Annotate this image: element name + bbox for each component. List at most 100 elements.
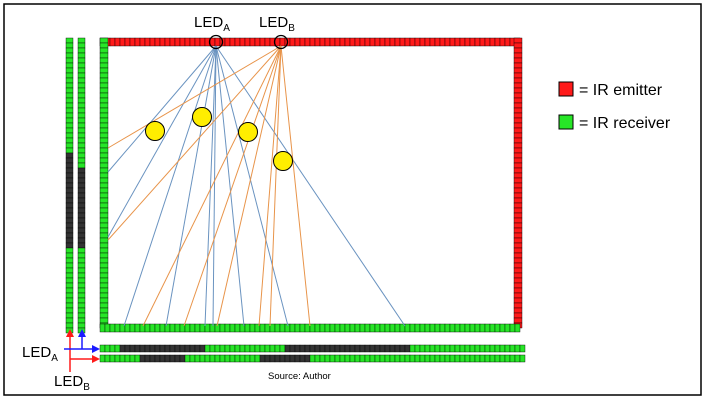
signal-cell-blocked: [174, 344, 181, 353]
ir-emitter-cell: [513, 242, 523, 249]
ir-emitter-cell: [354, 37, 361, 47]
ir-receiver-cell: [99, 272, 109, 279]
ir-receiver-cell: [99, 172, 109, 179]
signal-cell-blocked: [164, 354, 171, 363]
ir-emitter-cell: [424, 37, 431, 47]
ir-receiver-cell: [229, 323, 236, 333]
ir-emitter-cell: [489, 37, 496, 47]
signal-cell: [65, 77, 74, 84]
axis-led-a-label: LEDA: [22, 344, 58, 364]
signal-cell-blocked: [289, 344, 296, 353]
ir-receiver-cell: [99, 287, 109, 294]
ir-emitter-cell: [513, 157, 523, 164]
ir-emitter-cell: [513, 142, 523, 149]
signal-cell: [77, 277, 86, 284]
signal-cell-blocked: [134, 344, 141, 353]
ir-emitter-cell: [344, 37, 351, 47]
ir-emitter-cell: [513, 232, 523, 239]
ir-beam: [123, 45, 217, 327]
ir-emitter-cell: [304, 37, 311, 47]
ir-emitter-cell: [474, 37, 481, 47]
ir-emitter-cell: [299, 37, 306, 47]
ir-receiver-cell: [99, 232, 109, 239]
signal-cell: [479, 354, 486, 363]
signal-cell: [65, 252, 74, 259]
signal-cell: [214, 344, 221, 353]
ir-emitter-cell: [513, 192, 523, 199]
signal-cell: [65, 57, 74, 64]
ir-receiver-cell: [474, 323, 481, 333]
ir-receiver-cell: [444, 323, 451, 333]
ir-emitter-cell: [464, 37, 471, 47]
ir-emitter-cell: [513, 292, 523, 299]
ir-emitter-cell: [513, 267, 523, 274]
signal-cell-blocked: [289, 354, 296, 363]
ir-receiver-cell: [504, 323, 511, 333]
ir-emitter-cell: [513, 287, 523, 294]
ir-emitter-cell: [513, 117, 523, 124]
signal-cell: [77, 77, 86, 84]
signal-cell: [77, 132, 86, 139]
ir-receiver-cell: [99, 247, 109, 254]
ir-emitter-row-top: [99, 37, 521, 47]
ir-receiver-cell: [99, 277, 109, 284]
signal-cell: [474, 344, 481, 353]
ir-receiver-cell: [184, 323, 191, 333]
signal-cell-blocked: [259, 354, 266, 363]
signal-cell: [65, 72, 74, 79]
signal-cell: [77, 262, 86, 269]
signal-cell-blocked: [65, 212, 74, 219]
signal-cell-blocked: [159, 344, 166, 353]
signal-cell: [77, 87, 86, 94]
signal-cell: [65, 297, 74, 304]
signal-cell: [399, 354, 406, 363]
ir-receiver-cell: [259, 323, 266, 333]
signal-cell-blocked: [129, 344, 136, 353]
ir-receiver-cell: [99, 257, 109, 264]
ir-receiver-row-bottom: [99, 323, 521, 333]
signal-cell-blocked: [119, 344, 126, 353]
signal-cell: [359, 354, 366, 363]
ir-receiver-cell: [99, 122, 109, 129]
signal-cell-blocked: [77, 197, 86, 204]
signal-cell: [344, 354, 351, 363]
signal-cell: [434, 354, 441, 363]
signal-cell: [219, 354, 226, 363]
ir-receiver-cell: [99, 52, 109, 59]
touch-point: [145, 121, 165, 141]
signal-cell-blocked: [65, 192, 74, 199]
ir-emitter-cell: [254, 37, 261, 47]
ir-emitter-cell: [184, 37, 191, 47]
ir-receiver-cell: [99, 222, 109, 229]
signal-cell-blocked: [124, 344, 131, 353]
ir-receiver-cell: [439, 323, 446, 333]
ir-emitter-cell: [513, 247, 523, 254]
ir-emitter-cell: [199, 37, 206, 47]
signal-cell-blocked: [294, 354, 301, 363]
ir-receiver-cell: [99, 162, 109, 169]
ir-emitter-cell: [289, 37, 296, 47]
ir-beam: [215, 45, 245, 327]
signal-cell-blocked: [65, 167, 74, 174]
signal-cell: [459, 344, 466, 353]
ir-receiver-cell: [494, 323, 501, 333]
signal-cell: [65, 122, 74, 129]
signal-cell: [184, 354, 191, 363]
signal-cell: [65, 287, 74, 294]
ir-receiver-cell: [449, 323, 456, 333]
signal-cell: [244, 344, 251, 353]
signal-cell-blocked: [77, 212, 86, 219]
signal-cell: [109, 354, 116, 363]
ir-emitter-cell: [513, 62, 523, 69]
ir-receiver-cell: [304, 323, 311, 333]
ir-receiver-cell: [204, 323, 211, 333]
ir-receiver-cell: [99, 262, 109, 269]
ir-emitter-cell: [513, 207, 523, 214]
signal-cell: [65, 42, 74, 49]
signal-cell-blocked: [77, 182, 86, 189]
signal-cell-blocked: [264, 354, 271, 363]
ir-emitter-cell: [513, 112, 523, 119]
ir-receiver-cell: [329, 323, 336, 333]
signal-cell: [519, 344, 526, 353]
signal-cell: [479, 344, 486, 353]
